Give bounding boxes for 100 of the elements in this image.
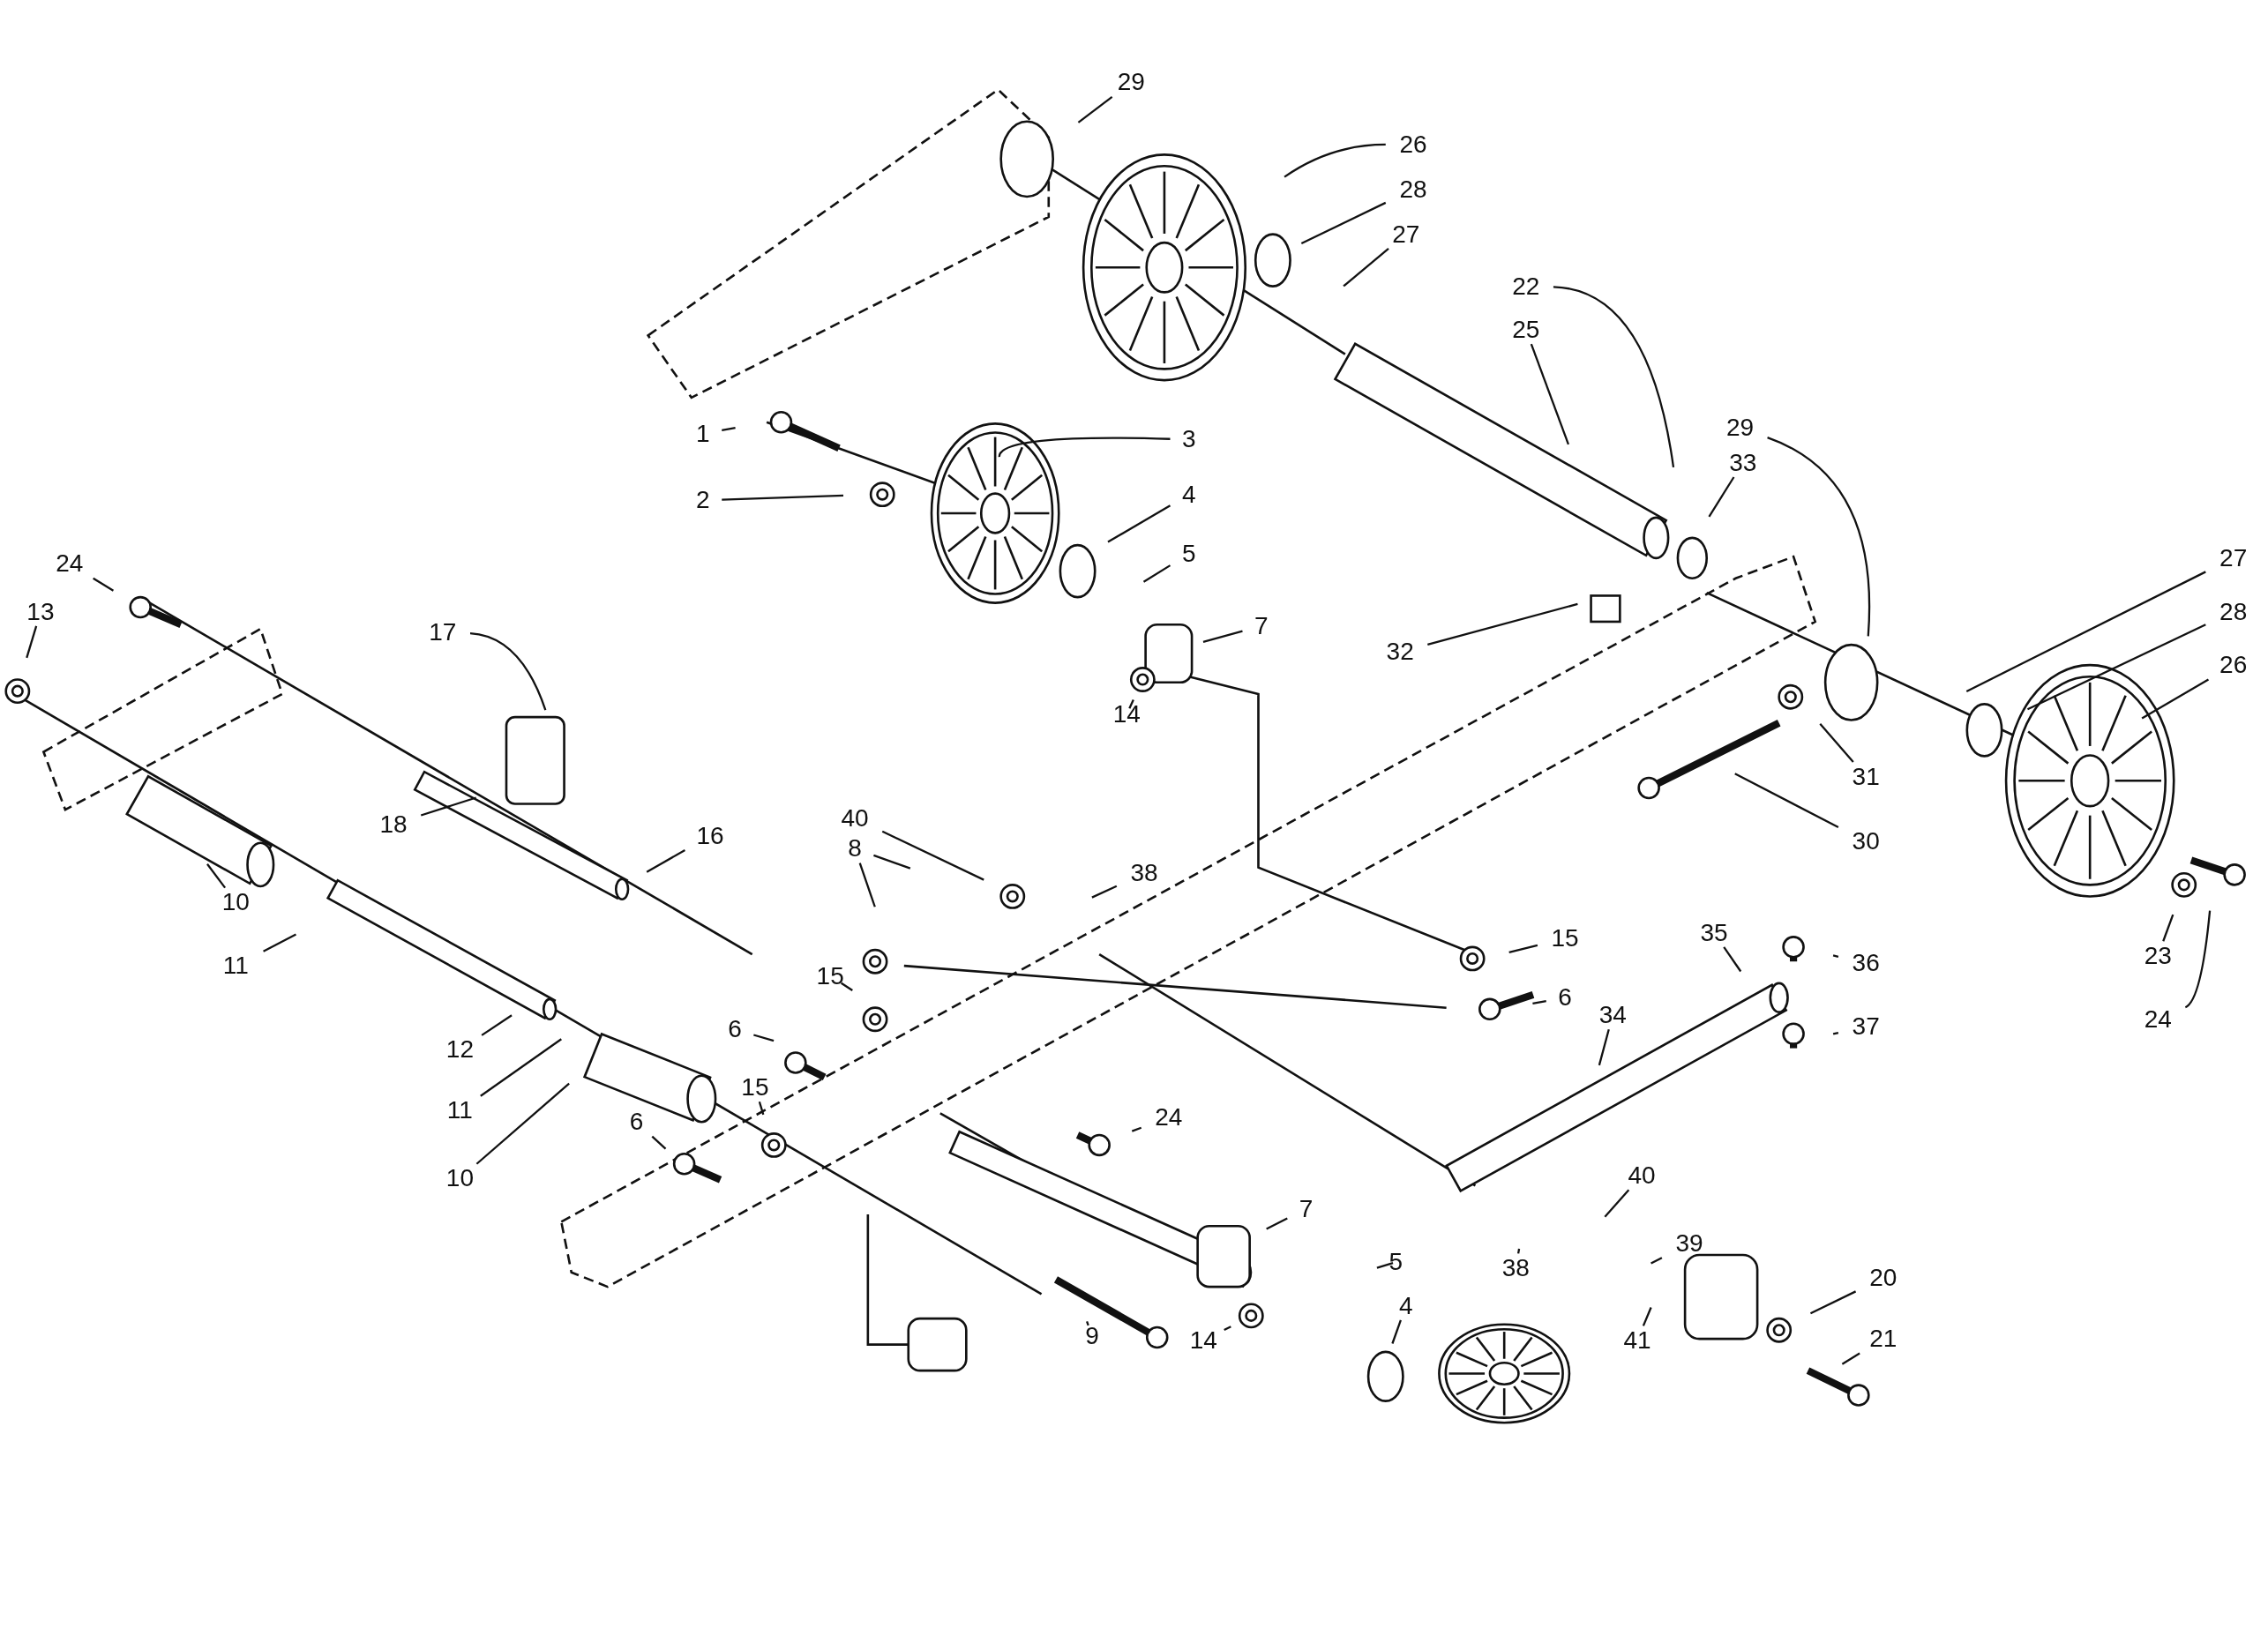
leader-line [1965, 571, 2206, 692]
callout-number: 26 [1399, 131, 1427, 157]
leader-line [873, 854, 911, 870]
leader-line [1832, 1031, 1839, 1035]
callout-number: 40 [841, 806, 869, 832]
callout-number: 4 [1398, 1293, 1413, 1318]
callout-number: 4 [1182, 482, 1196, 507]
callout-number: 7 [1299, 1196, 1314, 1221]
callout-number: 20 [1869, 1266, 1897, 1291]
leader-line [420, 796, 476, 817]
leader-line [1091, 885, 1118, 899]
callout-number: 37 [1852, 1014, 1880, 1040]
callout-number: 29 [1117, 70, 1145, 95]
callout-number: 41 [1623, 1327, 1651, 1353]
callout-number: 11 [446, 1098, 473, 1124]
leader-line [1832, 954, 1839, 958]
callout-number: 28 [2219, 599, 2248, 624]
callout-number: 5 [1388, 1250, 1403, 1275]
callout-number: 15 [1551, 926, 1579, 952]
leader-line [1530, 343, 1569, 445]
callout-number: 18 [379, 811, 408, 837]
callout-number: 11 [222, 953, 249, 979]
callout-number: 40 [1628, 1163, 1656, 1189]
leader-line [1532, 999, 1546, 1004]
leader-line [841, 982, 853, 991]
leader-line [651, 1135, 667, 1150]
callout-number: 1 [696, 421, 710, 446]
callout-number: 24 [1155, 1105, 1183, 1131]
callout-number: 26 [2219, 653, 2248, 678]
callout-number: 13 [26, 599, 55, 624]
leader-line [263, 933, 296, 952]
leader-line [1708, 476, 1735, 518]
callout-number: 17 [429, 619, 457, 645]
leader-line [2026, 624, 2206, 711]
callout-number: 14 [1112, 702, 1141, 727]
callout-number: 12 [445, 1037, 474, 1063]
callout-number: 35 [1700, 920, 1728, 945]
leader-line [1391, 1319, 1402, 1344]
leader-line [480, 1038, 562, 1097]
callout-number: 15 [741, 1075, 769, 1100]
leader-line [1553, 286, 1675, 468]
callout-number: 27 [1392, 221, 1420, 247]
callout-number: 21 [1869, 1326, 1897, 1352]
callout-number: 10 [221, 890, 250, 915]
leader-line [1284, 143, 1386, 178]
leader-line [722, 494, 844, 501]
leader-line [881, 830, 984, 881]
leader-line [1202, 630, 1243, 643]
callout-number: 24 [56, 551, 84, 577]
leader-line [858, 863, 876, 907]
callout-number: 29 [1725, 415, 1755, 441]
callout-number: 38 [1501, 1256, 1530, 1281]
leader-line [1376, 1262, 1394, 1269]
callout-number: 36 [1852, 951, 1880, 975]
callout-number: 30 [1852, 829, 1880, 855]
callout-number: 9 [1085, 1324, 1099, 1349]
leader-line [1077, 95, 1113, 123]
callout-number: 2 [696, 488, 710, 513]
leader-line [481, 1014, 513, 1036]
leader-line [1343, 248, 1389, 288]
leader-line [646, 849, 686, 873]
callout-number: 5 [1182, 541, 1196, 566]
callout-number: 7 [1254, 613, 1269, 639]
callout-number: 22 [1512, 273, 1540, 299]
leader-line [1266, 1217, 1288, 1230]
leader-line [753, 1034, 775, 1042]
callout-number: 14 [1189, 1327, 1217, 1353]
leader-line [1300, 201, 1387, 245]
callout-number: 34 [1598, 1003, 1627, 1028]
callout-number: 6 [728, 1017, 742, 1042]
leader-line [1508, 944, 1538, 953]
leader-line [1128, 699, 1134, 709]
callout-number: 16 [696, 823, 724, 848]
leader-line [475, 1082, 570, 1165]
leader-line [1734, 773, 1839, 829]
leader-line [1819, 722, 1854, 763]
leader-line [1131, 1126, 1142, 1132]
callout-number: 27 [2219, 545, 2248, 571]
callout-number: 32 [1386, 639, 1414, 665]
leader-line [1107, 504, 1171, 543]
leader-line [1427, 602, 1578, 646]
callout-number: 28 [1399, 176, 1427, 202]
callout-number: 8 [848, 836, 862, 862]
callout-number: 6 [1558, 985, 1572, 1011]
callout-number: 15 [816, 963, 844, 989]
leader-line [1224, 1326, 1231, 1332]
leader-line [998, 437, 1171, 458]
callout-number: 24 [2144, 1006, 2172, 1032]
leader-line [26, 625, 38, 659]
leader-line [1604, 1189, 1630, 1218]
leader-line [722, 427, 736, 432]
leader-line [2141, 678, 2210, 720]
callout-number: 39 [1675, 1231, 1703, 1257]
leader-line [93, 577, 115, 592]
callout-number: 25 [1512, 317, 1540, 342]
leader-line [1642, 1307, 1652, 1326]
leader-line [1086, 1321, 1089, 1326]
leader-line [1767, 437, 1871, 637]
leader-line [469, 632, 547, 711]
callout-number: 33 [1729, 450, 1757, 475]
